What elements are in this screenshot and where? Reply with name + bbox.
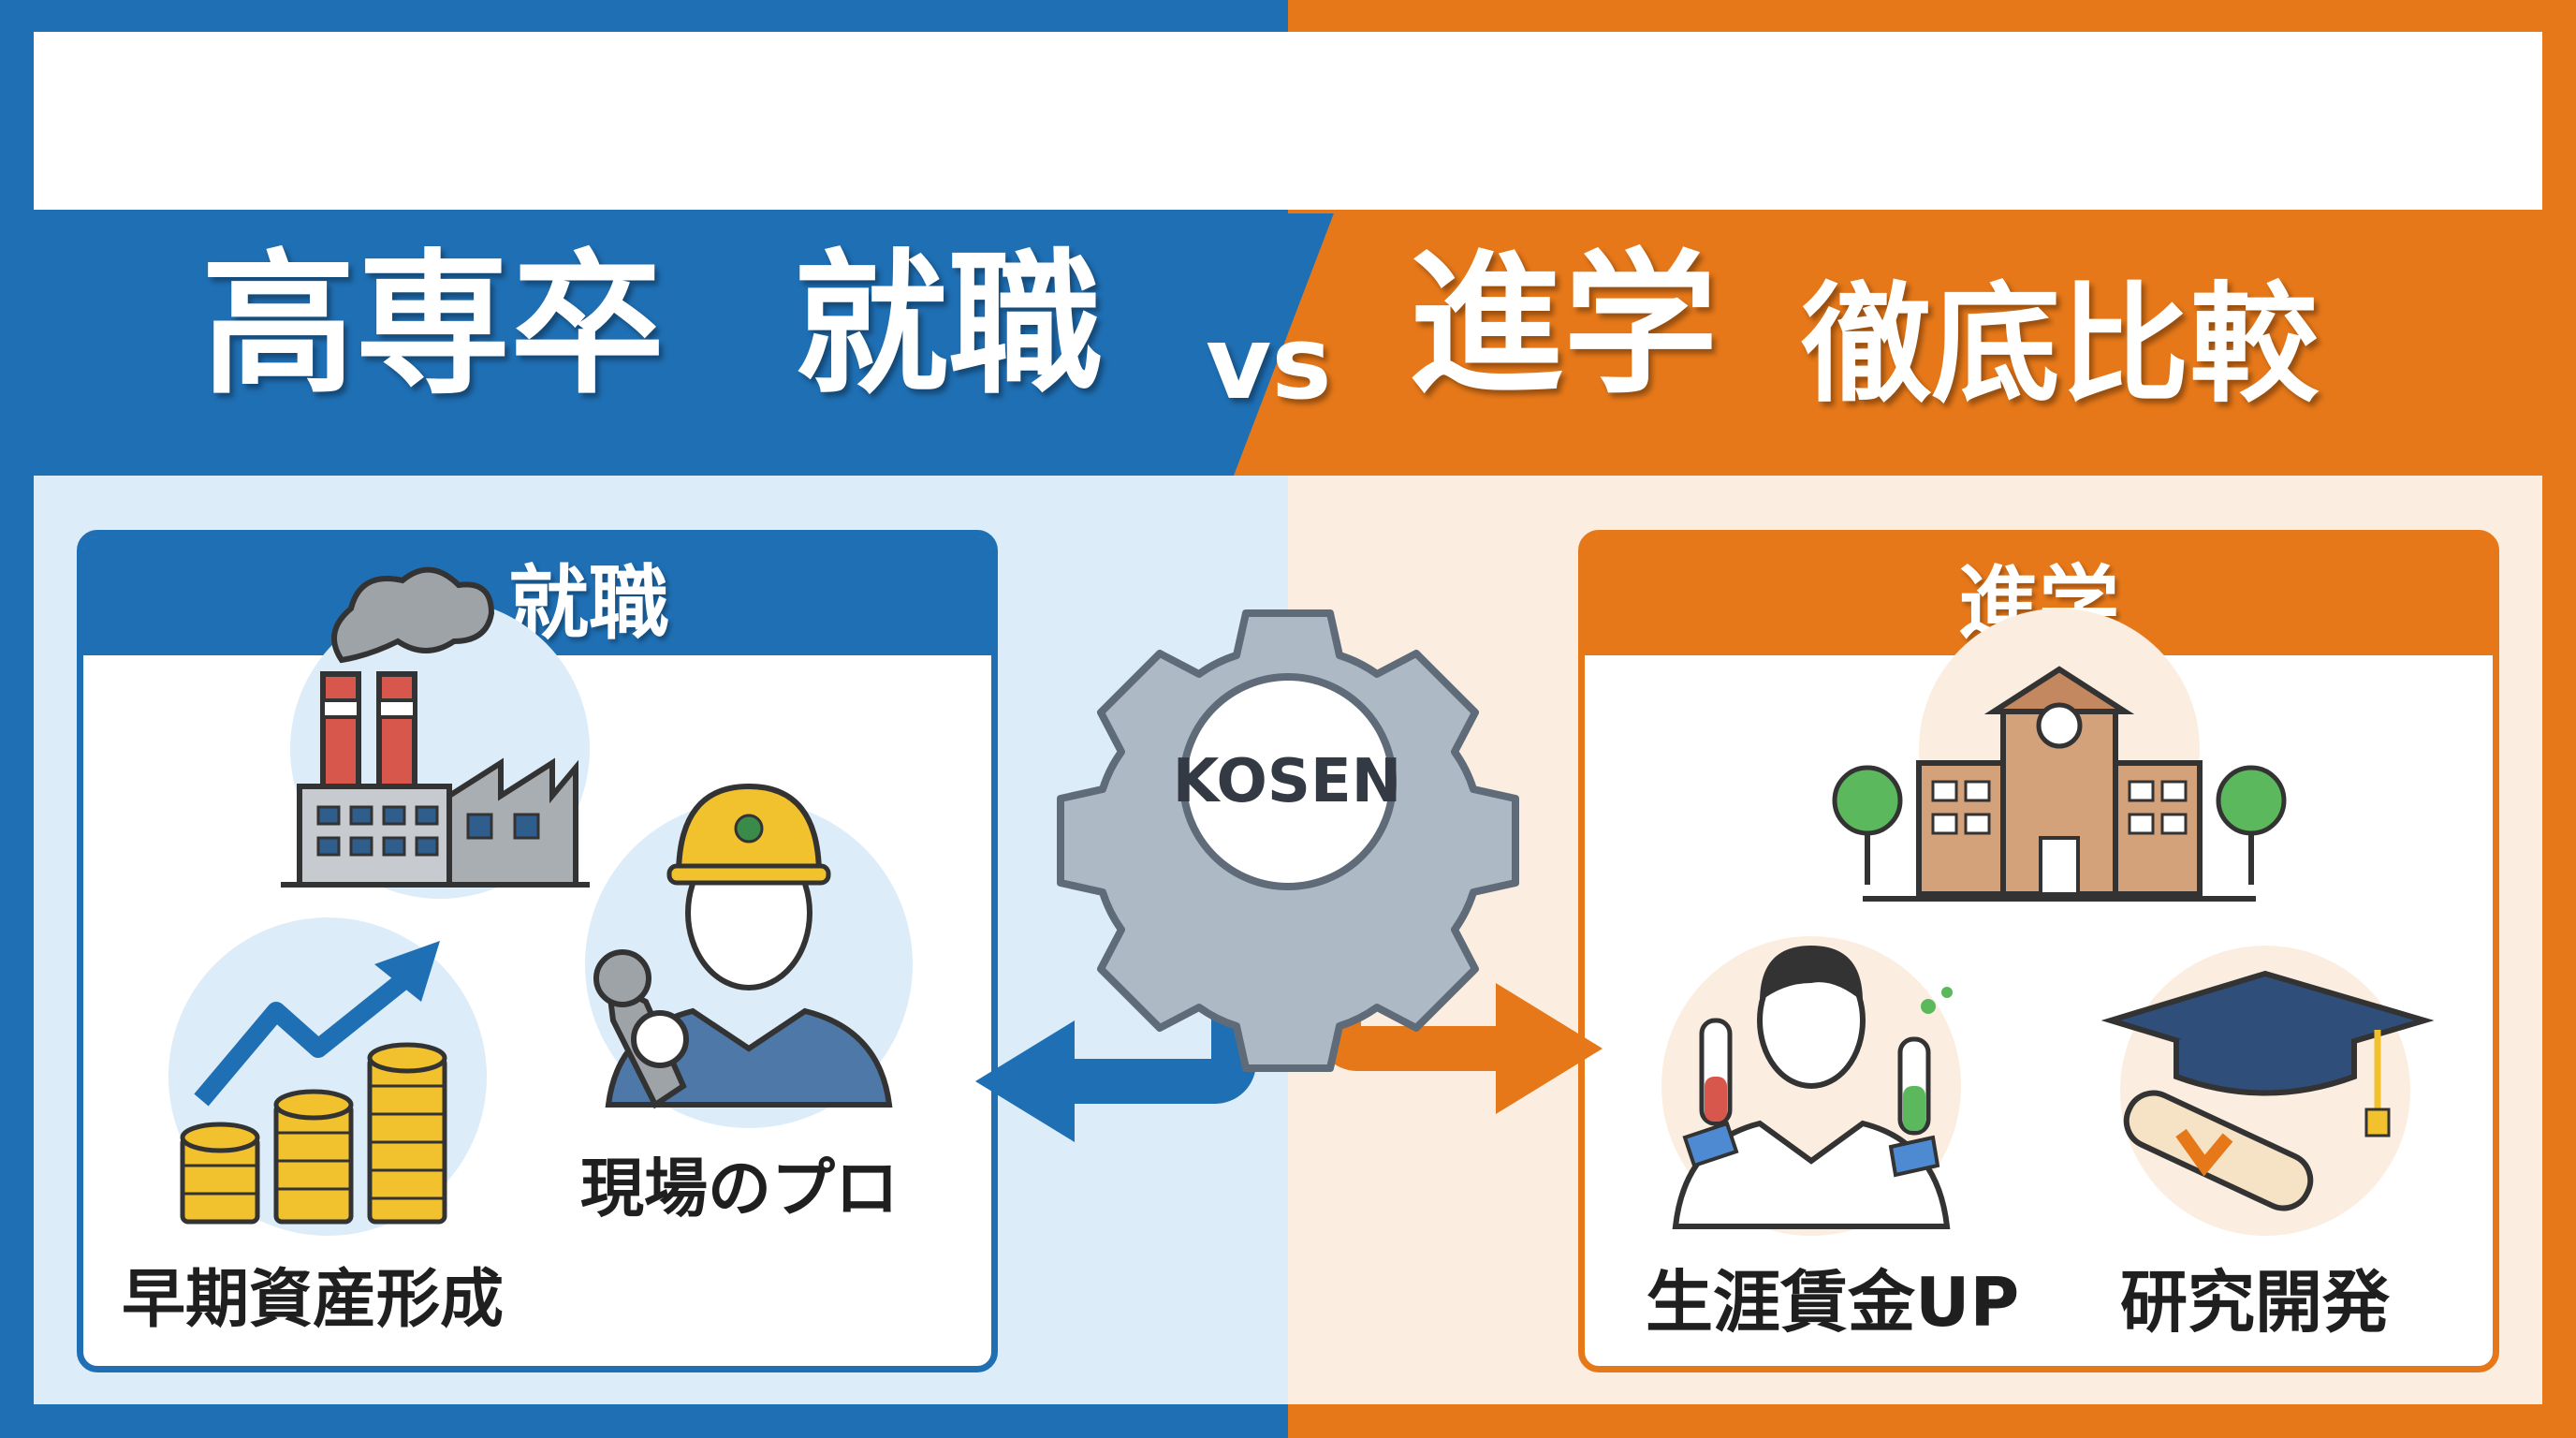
title-part-kosen-grad: 高専卒: [201, 235, 665, 415]
top-white-banner: [34, 32, 2542, 210]
early-wealth-label: 早期資産形成: [122, 1263, 505, 1337]
kosen-gear-icon: [1057, 609, 1519, 1072]
lifetime-wage-label: 生涯賃金UP: [1646, 1263, 2020, 1342]
title-part-employment: 就職: [794, 235, 1103, 415]
engineer-with-wrench-icon: [585, 783, 913, 1128]
title-vs: vs: [1206, 305, 1332, 422]
graduation-cap-diploma-icon: [2100, 946, 2435, 1236]
factory-icon: [281, 566, 590, 899]
field-pro-label: 現場のプロ: [580, 1152, 900, 1226]
employment-connector-arrow: [975, 908, 1256, 1142]
kosen-badge-label: KOSEN: [1172, 747, 1402, 816]
research-development-label: 研究開発: [2120, 1263, 2391, 1342]
coins-growth-chart-icon: [168, 917, 487, 1236]
title-part-comparison: 徹底比較: [1802, 270, 2320, 420]
title-part-further-study: 進学: [1409, 235, 1718, 415]
university-building-icon: [1832, 609, 2287, 902]
scientist-icon: [1661, 936, 1961, 1236]
